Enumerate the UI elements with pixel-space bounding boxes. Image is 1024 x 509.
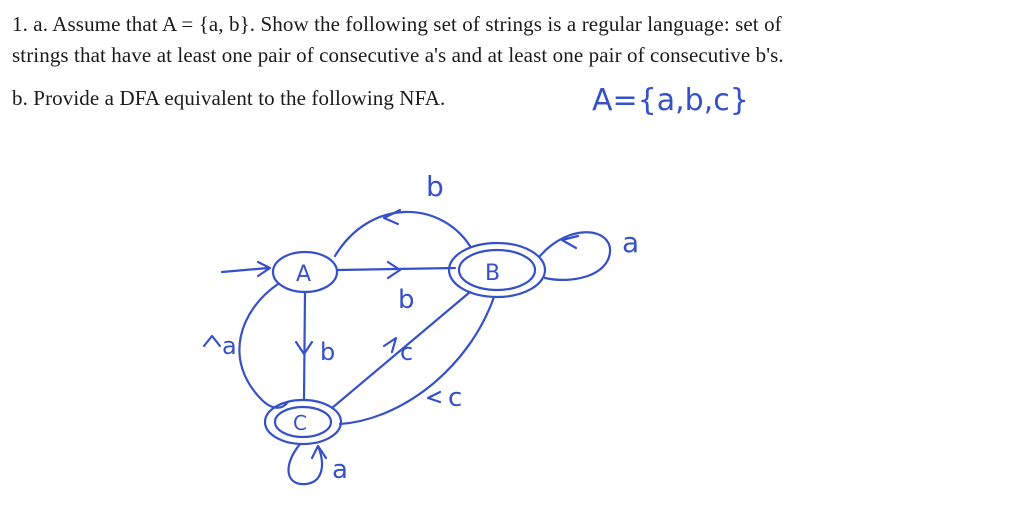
edge-c-self <box>287 442 324 486</box>
problem-part-b: b. Provide a DFA equivalent to the follo… <box>12 86 446 110</box>
state-c-inner <box>273 405 333 439</box>
state-b-label: B <box>485 261 500 286</box>
state-a-label: A <box>296 262 311 287</box>
edge-a-to-b-arrowhead <box>386 260 402 280</box>
state-c-label: C <box>293 411 307 435</box>
edge-a-to-c-label: b <box>320 338 335 366</box>
edge-b-to-c-arrowhead <box>426 390 442 404</box>
edge-c-self-arrowhead <box>310 444 328 460</box>
edge-a-self-arrowhead <box>202 334 222 348</box>
state-b-outer <box>447 241 547 299</box>
start-arrow <box>220 266 270 274</box>
edge-b-to-a-arrowhead <box>382 208 402 226</box>
edge-b-self-label: a <box>622 226 639 259</box>
edge-a-to-b <box>336 266 457 272</box>
edge-c-to-b-label: c <box>400 338 413 366</box>
edge-c-to-b <box>330 290 472 410</box>
edge-a-self <box>238 282 290 409</box>
problem-part-a-line-1: 1. a. Assume that A = {a, b}. Show the f… <box>12 12 782 36</box>
problem-part-a-line-2: strings that have at least one pair of c… <box>12 43 784 67</box>
edge-c-self-label: a <box>332 455 348 485</box>
edge-a-to-c-arrowhead <box>294 340 314 356</box>
edge-b-to-a-label: b <box>426 170 444 203</box>
edge-b-to-c <box>338 295 496 426</box>
edge-b-self <box>538 231 612 282</box>
alphabet-note: A={a,b,c} <box>592 83 749 118</box>
edge-c-to-b-arrowhead <box>382 336 398 354</box>
start-arrowhead <box>256 260 272 278</box>
state-b-inner <box>457 248 537 292</box>
edge-b-to-a <box>333 210 472 258</box>
edge-a-to-c <box>302 290 307 402</box>
edge-a-to-b-label: b <box>398 285 415 315</box>
edge-a-self-label: a <box>222 332 237 360</box>
edge-b-self-arrowhead <box>560 234 580 250</box>
edge-b-to-c-label: c <box>448 383 462 413</box>
